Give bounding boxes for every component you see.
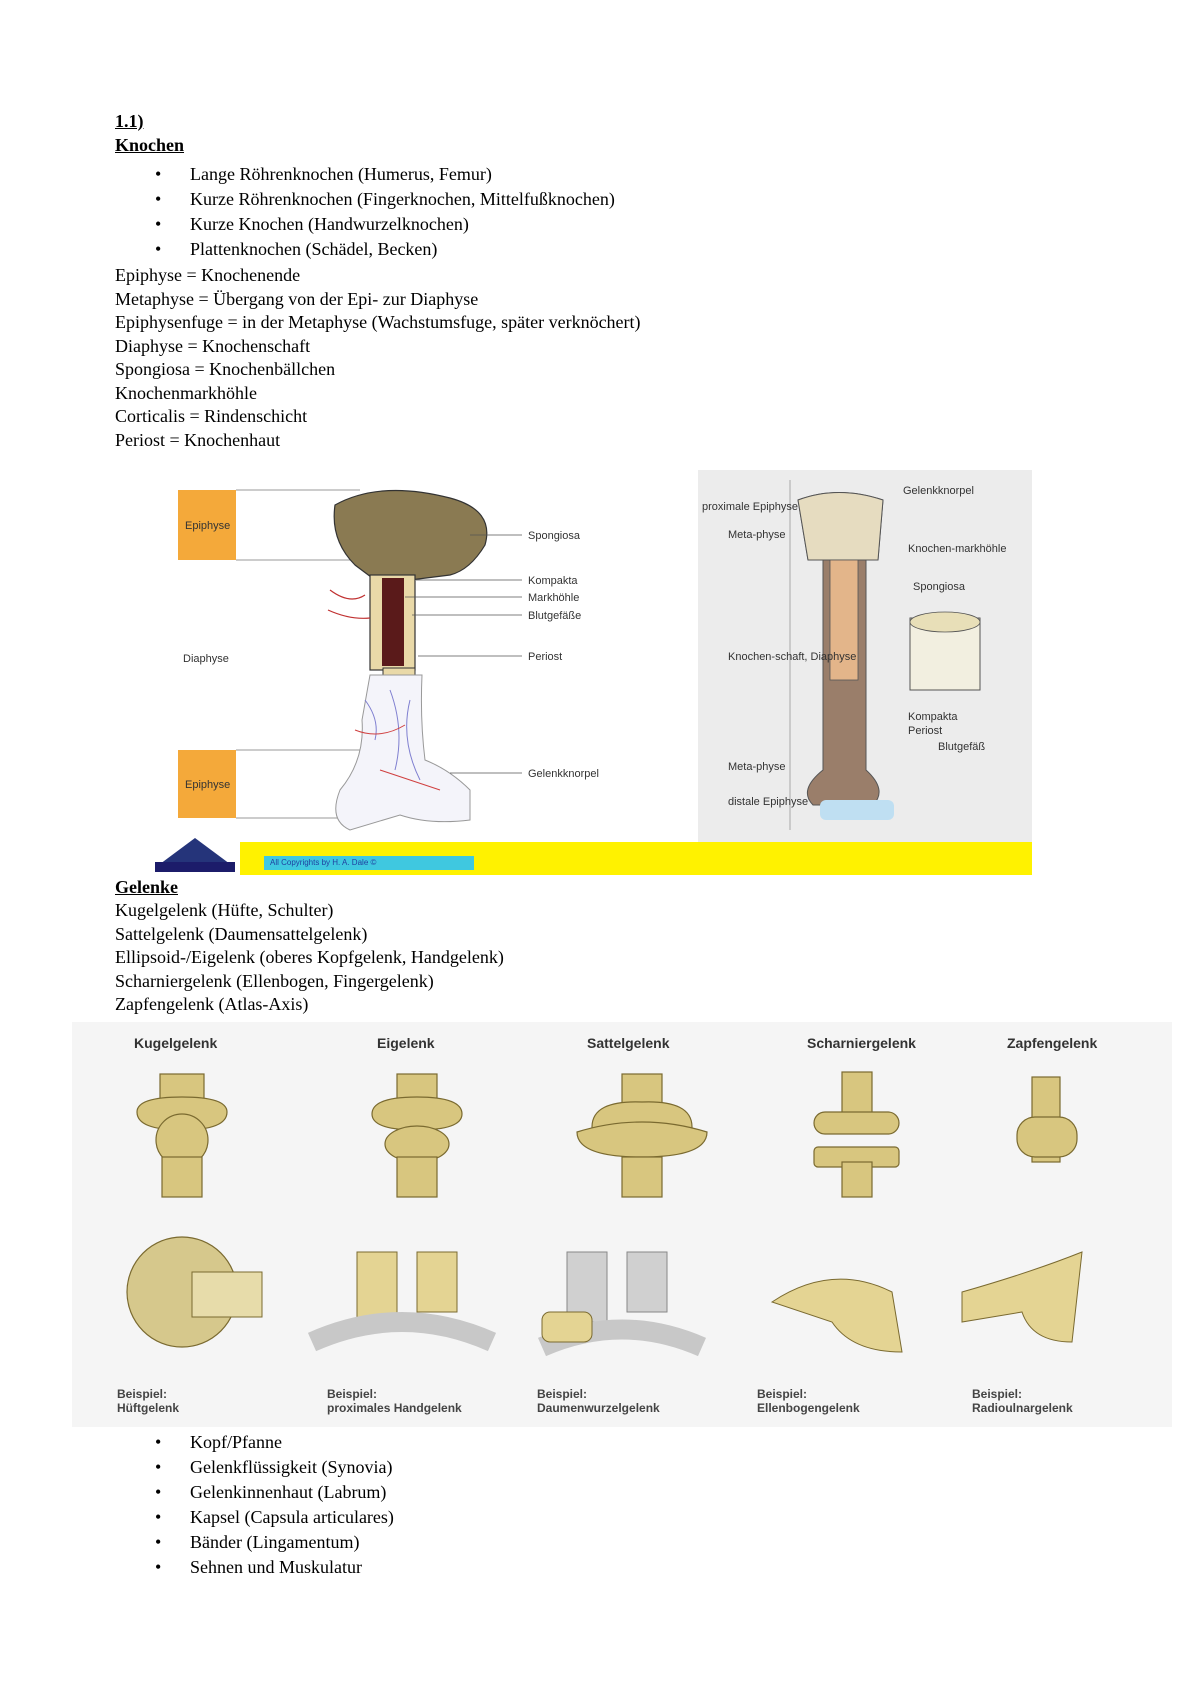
diagram-label: Gelenkknorpel (528, 768, 599, 780)
definition-line: Corticalis = Rindenschicht (115, 406, 308, 426)
joint-type-line: Zapfengelenk (Atlas-Axis) (115, 994, 309, 1014)
example-name: Radioulnargelenk (972, 1401, 1073, 1415)
diagram-label: Blutgefäß (938, 741, 985, 753)
joint-title: Kugelgelenk (134, 1035, 217, 1051)
saddle-joint-illustration (576, 1073, 708, 1198)
gelenke-heading: Gelenke (115, 877, 178, 897)
epiphyse-band (178, 490, 236, 560)
example-name: Daumenwurzelgelenk (537, 1401, 660, 1415)
section-number: 1.1) (115, 111, 144, 131)
list-item: Kurze Knochen (Handwurzelknochen) (115, 212, 615, 237)
list-item: Kurze Röhrenknochen (Fingerknochen, Mitt… (115, 187, 615, 212)
joint-type-line: Kugelgelenk (Hüfte, Schulter) (115, 900, 334, 920)
definition-line: Epiphysenfuge = in der Metaphyse (Wachst… (115, 312, 641, 332)
ball-joint-illustration (136, 1073, 228, 1198)
example-illustrations (126, 1236, 1083, 1357)
logo (150, 836, 240, 874)
example-name: Hüftgelenk (117, 1401, 179, 1415)
gelenkknorpel (820, 800, 894, 820)
pivot-joint-illustration (1016, 1076, 1078, 1163)
list-item: Sehnen und Muskulatur (115, 1555, 394, 1580)
markhoehle (382, 578, 404, 666)
bone-cross-section-diagram: proximale Epiphyse Meta-physe Knochen-sc… (698, 470, 1032, 842)
list-item: Kapsel (Capsula articulares) (115, 1505, 394, 1530)
band-label: Epiphyse (185, 779, 230, 791)
list-item: Lange Röhrenknochen (Humerus, Femur) (115, 162, 615, 187)
diagram-label: proximale Epiphyse (702, 501, 798, 513)
diagram-label: Spongiosa (528, 530, 581, 542)
joint-type-line: Scharniergelenk (Ellenbogen, Fingergelen… (115, 971, 434, 991)
diagram-label: Knochen-markhöhle (908, 543, 1006, 555)
definition-line: Metaphyse = Übergang von der Epi- zur Di… (115, 289, 479, 309)
list-item: Bänder (Lingamentum) (115, 1530, 394, 1555)
joint-type-line: Sattelgelenk (Daumensattelgelenk) (115, 924, 368, 944)
diagram-label: Kompakta (528, 575, 578, 587)
definition-line: Epiphyse = Knochenende (115, 265, 301, 285)
diagram-label: Meta-physe (728, 529, 785, 541)
diagram-label: Periost (528, 651, 562, 663)
diagram-label: Gelenkknorpel (903, 485, 974, 497)
list-item: Gelenkflüssigkeit (Synovia) (115, 1455, 394, 1480)
example-label: Beispiel: (117, 1387, 167, 1401)
spongiosa-head (333, 489, 488, 581)
list-item: Plattenknochen (Schädel, Becken) (115, 237, 615, 262)
diagram-label: Knochen-schaft, Diaphyse (728, 651, 856, 663)
joint-title: Eigelenk (377, 1035, 435, 1051)
list-item: Kopf/Pfanne (115, 1430, 394, 1455)
band-label: Diaphyse (183, 653, 229, 665)
knochen-heading: Knochen (115, 135, 185, 155)
joint-types-diagram: Kugelgelenk Eigelenk Sattelgelenk Scharn… (72, 1022, 1172, 1427)
hinge-joint-illustration (813, 1071, 900, 1198)
diagram-label: Kompakta (908, 711, 958, 723)
definition-line: Periost = Knochenhaut (115, 430, 281, 450)
band-label: Epiphyse (185, 520, 230, 532)
definition-line: Spongiosa = Knochenbällchen (115, 359, 336, 379)
example-label: Beispiel: (537, 1387, 587, 1401)
copyright-text: All Copyrights by H. A. Dale © (264, 856, 474, 870)
epiphyse-band (178, 750, 236, 818)
example-label: Beispiel: (327, 1387, 377, 1401)
diagram-label: Blutgefäße (528, 610, 581, 622)
outer-shaft (335, 674, 471, 831)
diagram-label: Spongiosa (913, 581, 966, 593)
joint-type-line: Ellipsoid-/Eigelenk (oberes Kopfgelenk, … (115, 947, 504, 967)
bone-types-list: Lange Röhrenknochen (Humerus, Femur) Kur… (115, 162, 615, 262)
example-label: Beispiel: (757, 1387, 807, 1401)
diagram-label: distale Epiphyse (728, 796, 808, 808)
definition-line: Diaphyse = Knochenschaft (115, 336, 311, 356)
joint-title: Sattelgelenk (587, 1035, 670, 1051)
definition-line: Knochenmarkhöhle (115, 383, 257, 403)
diagram-label: Meta-physe (728, 761, 785, 773)
example-label: Beispiel: (972, 1387, 1022, 1401)
example-name: Ellenbogengelenk (757, 1401, 860, 1415)
joint-components-list: Kopf/Pfanne Gelenkflüssigkeit (Synovia) … (115, 1430, 394, 1580)
markhoehle (829, 559, 859, 681)
long-bone-diagram: Epiphyse Diaphyse Epiphyse Spongiosa Kom… (150, 470, 690, 880)
example-name: proximales Handgelenk (327, 1401, 462, 1415)
list-item: Gelenkinnenhaut (Labrum) (115, 1480, 394, 1505)
joint-title: Zapfengelenk (1007, 1035, 1097, 1051)
diagram-label: Periost (908, 725, 942, 737)
joint-title: Scharniergelenk (807, 1035, 916, 1051)
diagram-label: Markhöhle (528, 592, 579, 604)
ellipsoid-joint-illustration (371, 1073, 463, 1198)
